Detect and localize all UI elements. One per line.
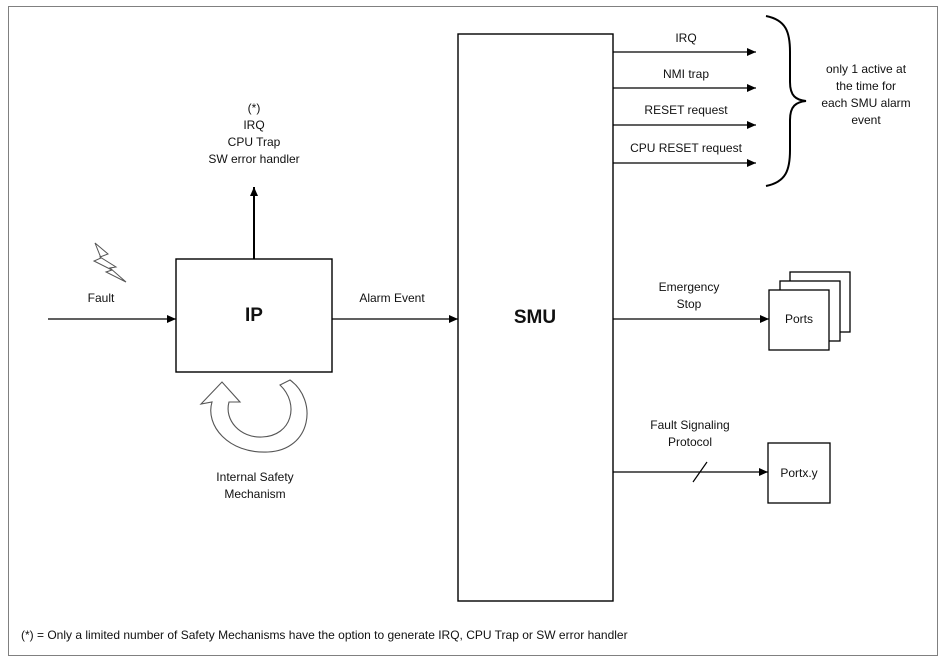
emergency-stop-label-2: Stop xyxy=(676,297,702,311)
brace-note-4: event xyxy=(851,113,881,127)
ip-output-cpu-trap: CPU Trap xyxy=(227,135,281,149)
brace-note-2: the time for xyxy=(835,79,897,93)
portxy-box xyxy=(767,442,831,504)
brace-note-1: only 1 active at xyxy=(825,62,907,76)
bus-slash xyxy=(692,461,708,483)
ip-output-irq: IRQ xyxy=(243,118,265,132)
fault-signaling-label-2: Protocol xyxy=(667,435,713,449)
reset-request-label: RESET request xyxy=(644,103,728,117)
fault-label: Fault xyxy=(87,291,115,305)
irq-label: IRQ xyxy=(675,31,697,45)
internal-safety-label-2: Mechanism xyxy=(224,487,286,501)
emergency-stop-label-1: Emergency xyxy=(658,280,720,294)
ip-output-star: (*) xyxy=(247,101,261,115)
footnote: (*) = Only a limited number of Safety Me… xyxy=(21,628,628,642)
internal-safety-loop-icon xyxy=(199,379,308,453)
ports-stack xyxy=(768,271,851,351)
lightning-icon xyxy=(92,242,127,283)
internal-safety-label-1: Internal Safety xyxy=(216,470,294,484)
ip-block-label: IP xyxy=(245,305,263,326)
smu-block xyxy=(457,33,614,602)
ip-block xyxy=(175,258,333,373)
ports-label: Ports xyxy=(784,312,814,326)
cpu-reset-request-label: CPU RESET request xyxy=(630,141,742,155)
curly-brace xyxy=(765,15,807,187)
portxy-label: Portx.y xyxy=(780,466,818,480)
smu-block-label: SMU xyxy=(513,307,557,328)
brace-note-3: each SMU alarm xyxy=(821,96,911,110)
diagram-frame xyxy=(8,6,938,656)
ip-output-sw-error-handler: SW error handler xyxy=(208,152,300,166)
fault-signaling-label-1: Fault Signaling xyxy=(650,418,730,432)
nmi-trap-label: NMI trap xyxy=(662,67,710,81)
alarm-event-label: Alarm Event xyxy=(359,291,425,305)
